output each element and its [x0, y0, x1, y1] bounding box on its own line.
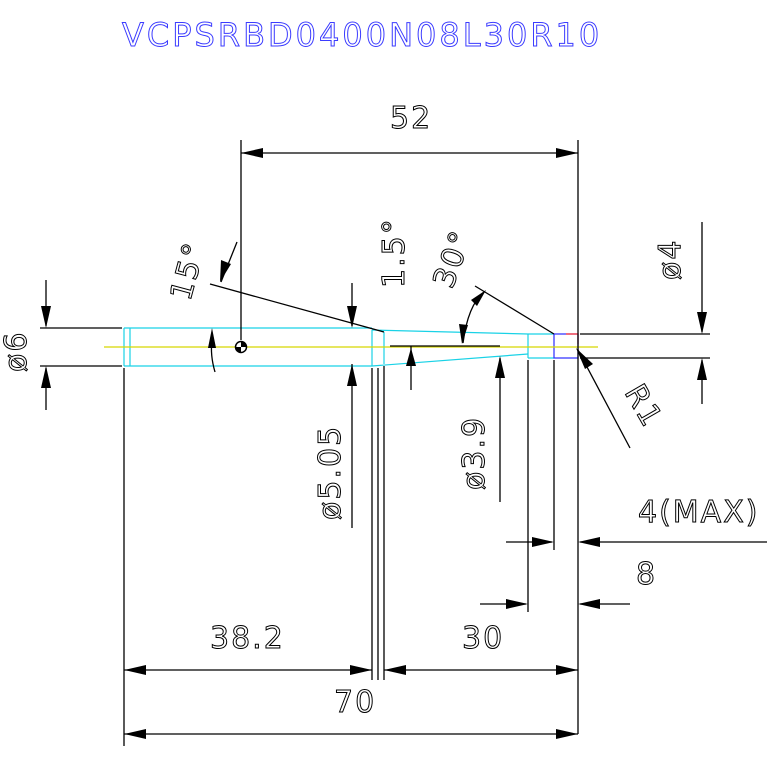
len-38-2-label: 38.2 — [210, 621, 285, 656]
dimension-52: 52 — [240, 101, 579, 734]
dimension-52-label: 52 — [390, 101, 432, 136]
dimension-70: 70 — [124, 685, 578, 739]
dimension-dia-4: ø4 — [580, 222, 710, 404]
angle-15-label: 15° — [164, 238, 213, 304]
dimension-30: 30 — [384, 621, 578, 675]
part-number-title: VCPSRBD0400N08L30R10 — [122, 16, 602, 54]
dimension-30-degree: 30° — [426, 225, 555, 344]
dimension-dia-3-9: ø3.9 — [457, 356, 505, 502]
dia-3-9-label: ø3.9 — [457, 416, 492, 490]
dimension-r1: R1 — [576, 348, 670, 449]
len-70-label: 70 — [334, 685, 376, 720]
max-4-label: 4(MAX) — [638, 495, 759, 530]
radius-label: R1 — [617, 379, 669, 435]
dia-4-label: ø4 — [653, 239, 688, 280]
dimension-15-degree: 15° — [163, 237, 385, 373]
len-30-label: 30 — [462, 621, 504, 656]
tool-body — [123, 327, 554, 367]
dimension-38-2: 38.2 — [123, 366, 385, 746]
angle-1-5-label: 1.5° — [377, 217, 412, 288]
len-8-label: 8 — [636, 557, 657, 592]
tool-tip — [553, 333, 579, 359]
gauge-point-marker — [234, 340, 248, 354]
dimension-1-5-degree: 1.5° — [347, 217, 500, 528]
dimension-dia-6: ø6 — [0, 280, 122, 410]
dia-5-05-label: ø5.05 — [313, 425, 348, 520]
angle-30-label: 30° — [427, 225, 480, 293]
dimension-8: 8 — [480, 360, 657, 612]
dimension-4-max: 4(MAX) — [506, 360, 767, 550]
dia-6-label: ø6 — [0, 331, 34, 372]
